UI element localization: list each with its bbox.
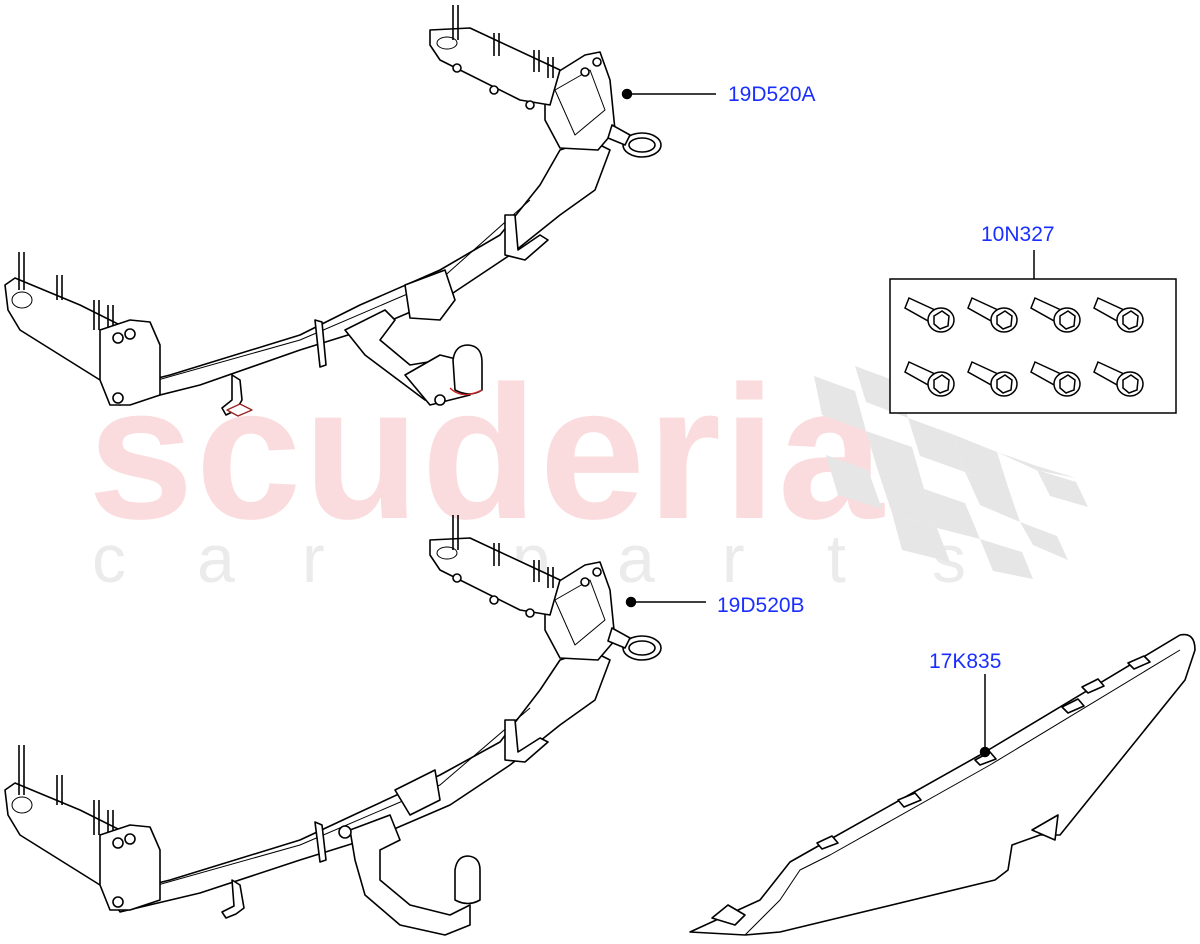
callout-19d520a[interactable]: 19D520A	[728, 83, 816, 106]
bumper-cover-drawing[interactable]	[689, 633, 1196, 936]
watermark-brand: scuderia	[88, 347, 886, 559]
checkered-flag-icon	[814, 366, 1088, 579]
callout-10n327[interactable]: 10N327	[981, 223, 1055, 246]
callout-19d520b[interactable]: 19D520B	[717, 594, 805, 617]
leader-lines	[621, 88, 1035, 758]
bolt-icon-group	[904, 296, 1144, 397]
bolt-kit-drawing[interactable]	[889, 278, 1177, 414]
callout-17k835[interactable]: 17K835	[929, 650, 1002, 673]
towbar-fixed-drawing[interactable]	[4, 5, 662, 417]
towbar-detachable-drawing[interactable]	[4, 515, 662, 936]
